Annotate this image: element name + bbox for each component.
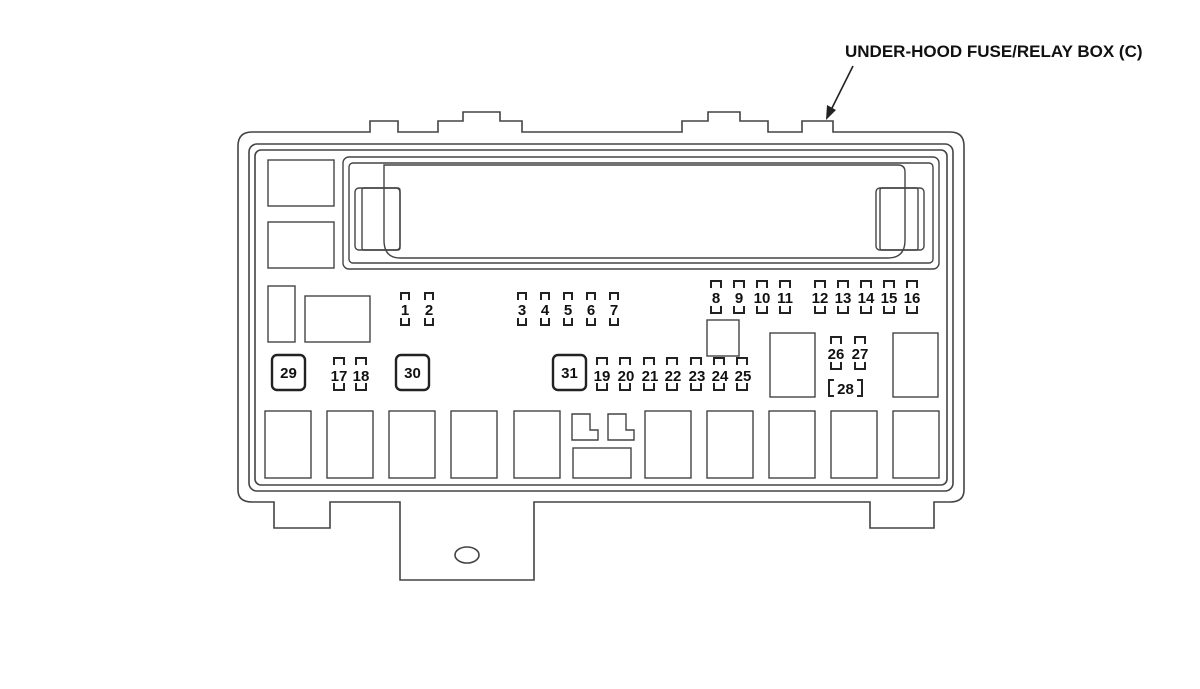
fuse-4-label: 4 (541, 302, 550, 319)
fuse-21: 21 (642, 357, 659, 391)
fuse-18: 18 (353, 357, 370, 391)
fuse-6-label: 6 (587, 302, 595, 319)
fuse-20: 20 (618, 357, 635, 391)
fuse-11: 11 (777, 280, 793, 314)
fuse-28: 28 (828, 379, 863, 398)
fuse-19-label: 19 (594, 368, 611, 385)
fuse-17: 17 (331, 357, 348, 391)
fuse-25-label: 25 (735, 368, 752, 385)
relay-30-label: 30 (404, 365, 421, 382)
fuse-15-label: 15 (881, 290, 898, 307)
fuse-11-label: 11 (777, 290, 793, 307)
fuse-20-label: 20 (618, 368, 635, 385)
fuse-18-label: 18 (353, 368, 370, 385)
relay-29-label: 29 (280, 365, 297, 382)
fuse-16-label: 16 (904, 290, 921, 307)
fuse-12: 12 (812, 280, 829, 314)
fuse-19: 19 (594, 357, 611, 391)
fuse-25: 25 (735, 357, 752, 391)
leader-arrow (826, 65, 854, 120)
relay-31: 31 (551, 353, 588, 392)
fuse-10: 10 (754, 280, 771, 314)
fuse-21-label: 21 (642, 368, 659, 385)
fuse-23-label: 23 (689, 368, 706, 385)
diagram-title: UNDER-HOOD FUSE/RELAY BOX (C) (845, 42, 1143, 61)
fuse-17-label: 17 (331, 368, 348, 385)
relay-30: 30 (394, 353, 431, 392)
fuse-2: 2 (424, 292, 434, 326)
fuse-1: 1 (400, 292, 410, 326)
fuse-7: 7 (609, 292, 619, 326)
fuse-16: 16 (904, 280, 921, 314)
fuse-6: 6 (586, 292, 596, 326)
fuse-box-housing (237, 111, 965, 581)
misc-sockets (267, 159, 939, 398)
fuse-27-label: 27 (852, 346, 869, 363)
fuse-7-label: 7 (610, 302, 618, 319)
fuse-27: 27 (852, 336, 869, 370)
fuse-15: 15 (881, 280, 898, 314)
relay-31-label: 31 (561, 365, 578, 382)
fuse-13: 13 (835, 280, 852, 314)
fuse-22: 22 (665, 357, 682, 391)
fuse-24: 24 (712, 357, 729, 391)
fuse-12-label: 12 (812, 290, 829, 307)
fuse-4: 4 (540, 292, 550, 326)
fuse-14-label: 14 (858, 290, 875, 307)
fuse-2-label: 2 (425, 302, 433, 319)
fuse-24-label: 24 (712, 368, 729, 385)
fuse-14: 14 (858, 280, 875, 314)
fuse-3: 3 (517, 292, 527, 326)
bottom-sockets (264, 410, 940, 479)
fuse-26-label: 26 (828, 346, 845, 363)
fuse-10-label: 10 (754, 290, 771, 307)
fuse-1-label: 1 (401, 302, 409, 319)
fuse-23: 23 (689, 357, 706, 391)
fuse-3-label: 3 (518, 302, 526, 319)
fuse-13-label: 13 (835, 290, 852, 307)
fuse-5-label: 5 (564, 302, 572, 319)
fuse-28-label: 28 (837, 381, 854, 398)
fuse-8-label: 8 (712, 290, 720, 307)
fuse-9-label: 9 (735, 290, 743, 307)
fuse-5: 5 (563, 292, 573, 326)
fuse-8: 8 (710, 280, 722, 314)
fuse-26: 26 (828, 336, 845, 370)
fuse-9: 9 (733, 280, 745, 314)
relay-29: 29 (270, 353, 307, 392)
main-connector (342, 156, 940, 270)
fuse-22-label: 22 (665, 368, 682, 385)
